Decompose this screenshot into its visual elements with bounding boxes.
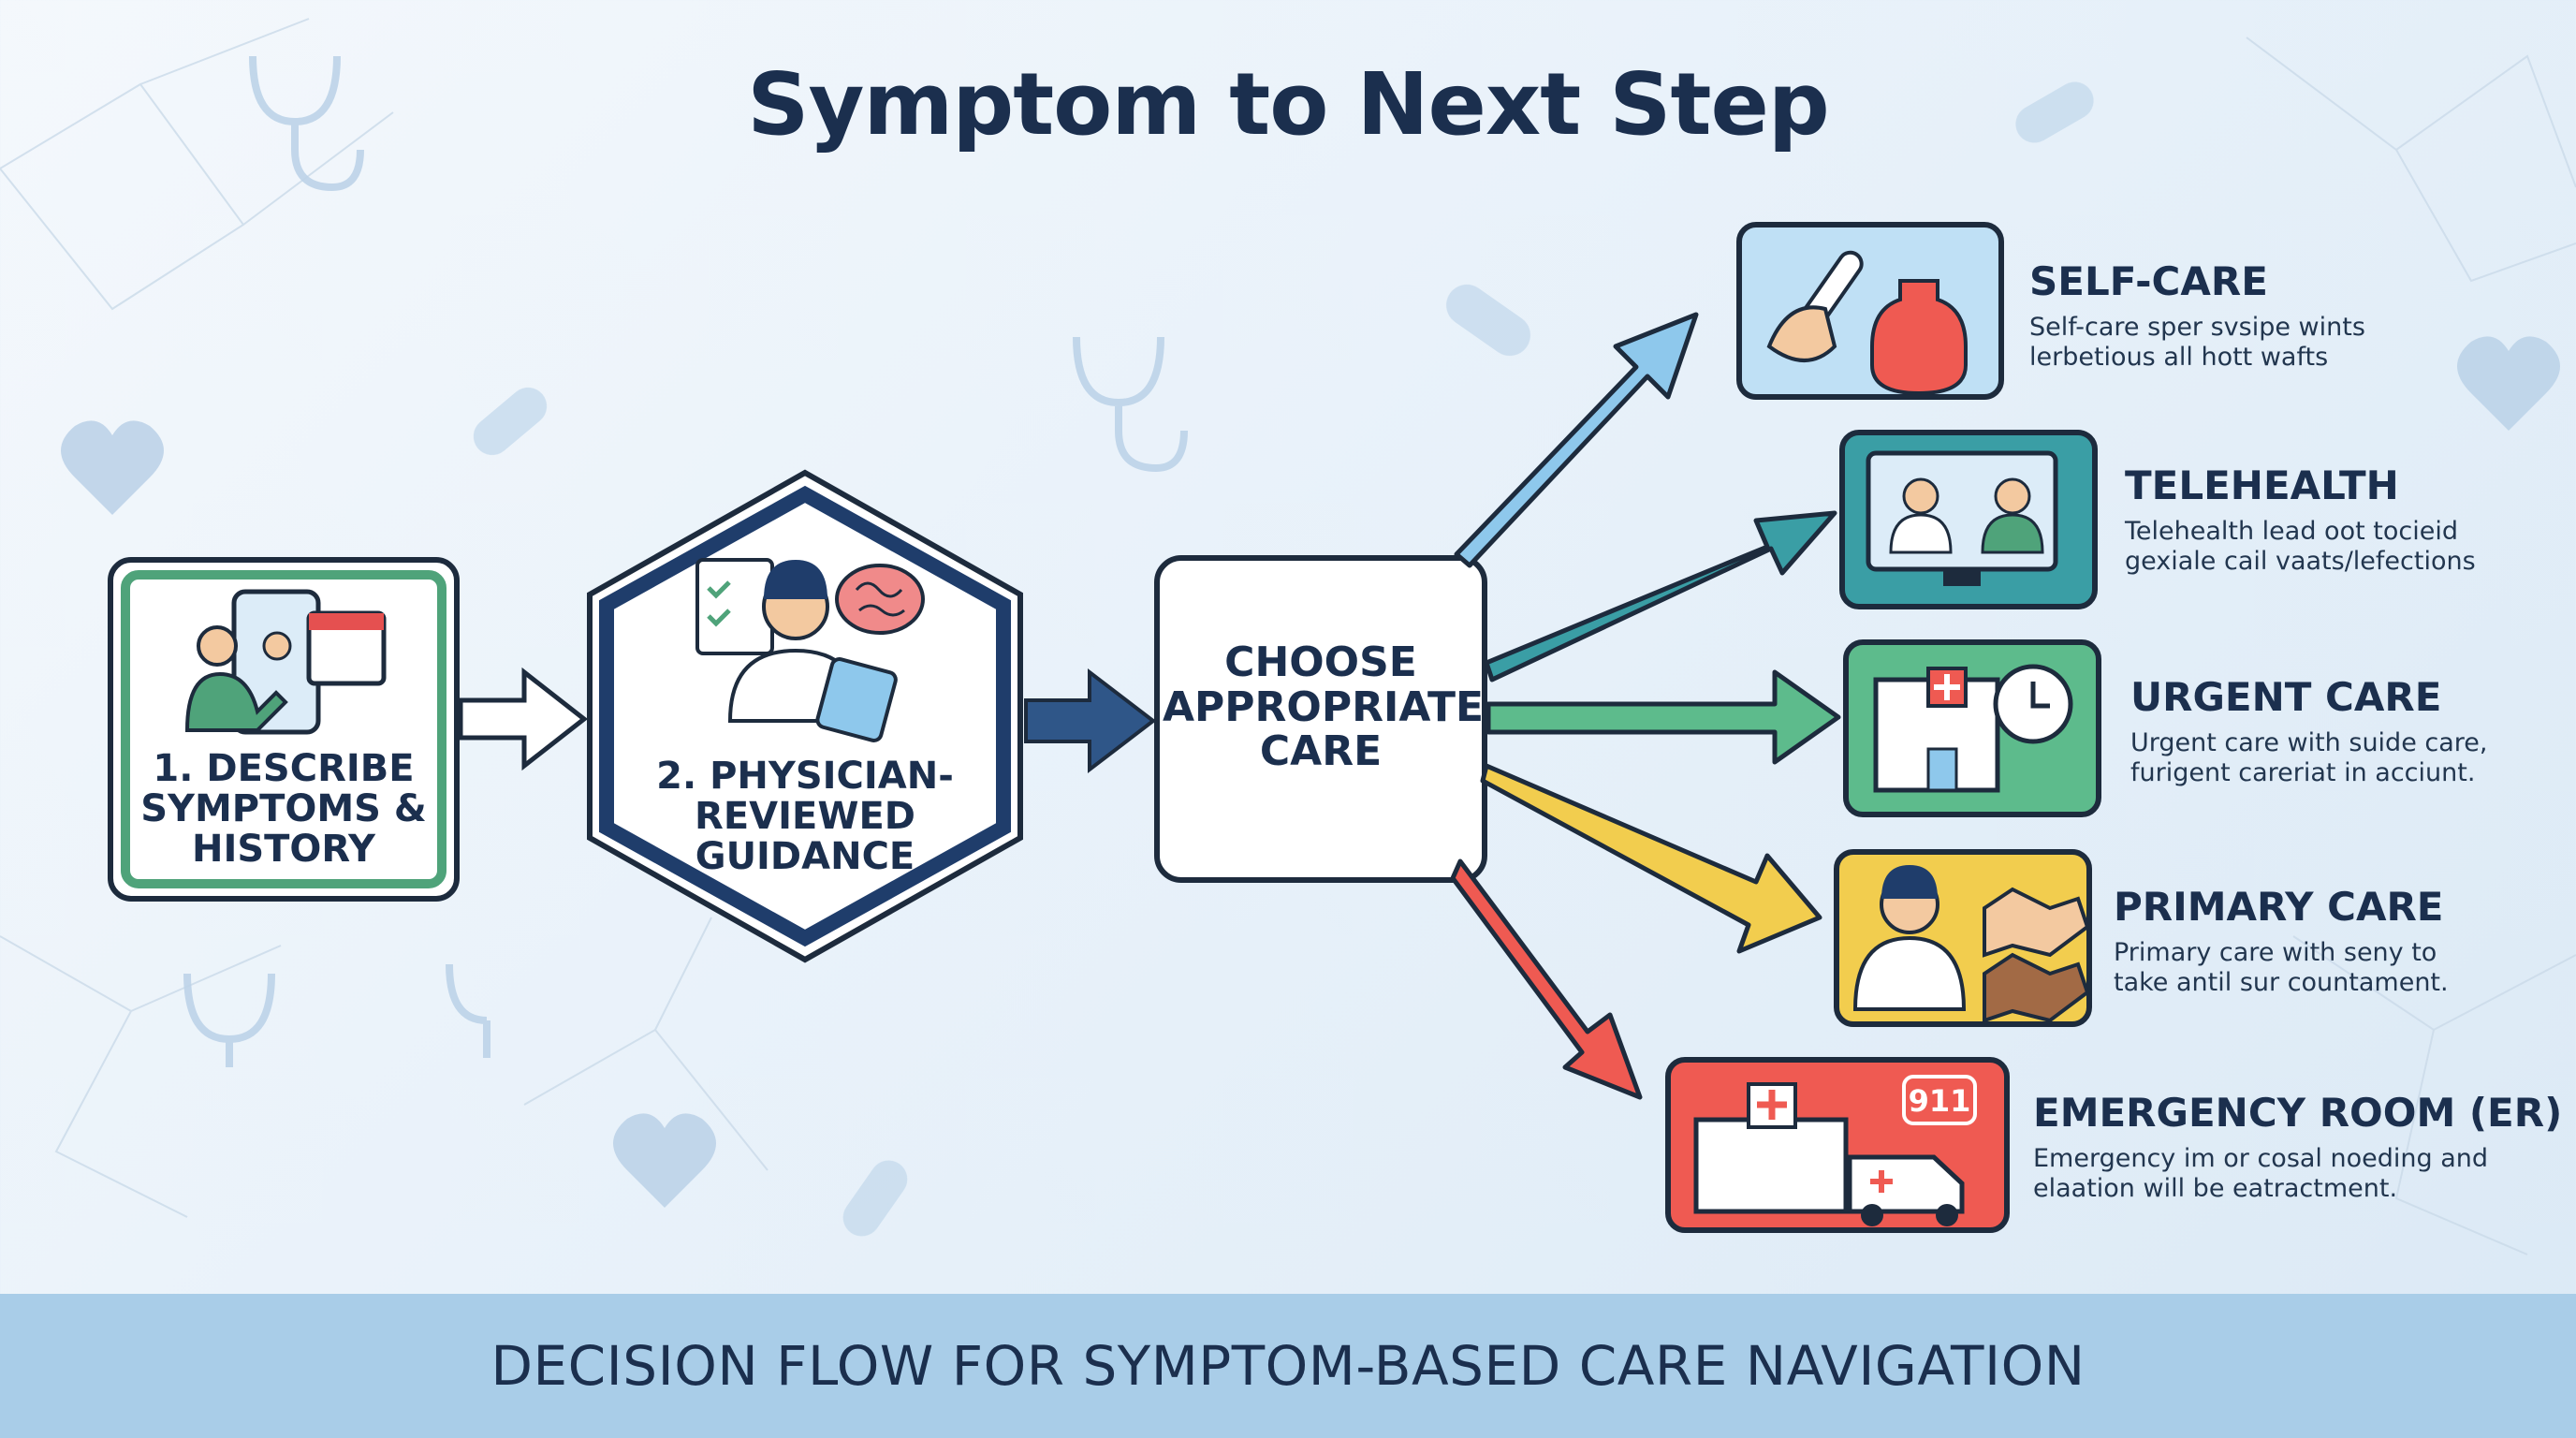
arrow-step2-to-step3 <box>1024 668 1157 774</box>
doctor-handshake-icon <box>1852 865 2090 1023</box>
arrow-to-primary-care <box>1480 763 1822 954</box>
phone-calendar-icon <box>184 589 387 735</box>
physician-icon <box>695 558 925 742</box>
self-care-title: SELF-CARE <box>2029 258 2268 304</box>
urgent-care-title: URGENT CARE <box>2130 674 2442 720</box>
step-3-label: CHOOSE APPROPRIATE CARE <box>1163 638 1485 776</box>
911-badge-text: 911 <box>1908 1083 1971 1119</box>
arrow-to-self-care <box>1454 312 1699 568</box>
step-1-label: 1. DESCRIBE SYMPTOMS & HISTORY <box>140 747 427 872</box>
arrow-to-urgent-care <box>1486 669 1841 765</box>
primary-care-title: PRIMARY CARE <box>2114 884 2444 930</box>
telehealth-title: TELEHEALTH <box>2125 462 2399 508</box>
emergency-room-title: EMERGENCY ROOM (ER) <box>2033 1090 2563 1136</box>
telehealth-description: Telehealth lead oot tocieid gexiale cail… <box>2125 517 2476 576</box>
step-2-label: 2. PHYSICIAN- REVIEWED GUIDANCE <box>656 755 954 879</box>
footer-banner: DECISION FLOW FOR SYMPTOM-BASED CARE NAV… <box>0 1294 2576 1438</box>
self-care-description: Self-care sper svsipe wints lerbetious a… <box>2029 313 2365 372</box>
footer-caption: DECISION FLOW FOR SYMPTOM-BASED CARE NAV… <box>490 1334 2086 1398</box>
arrow-to-emergency-room <box>1450 858 1643 1100</box>
arrow-step1-to-step2 <box>458 667 589 771</box>
page-title: Symptom to Next Step <box>747 54 1829 154</box>
911-badge <box>1902 1075 1977 1125</box>
emergency-room-description: Emergency im or cosal noeding and elaati… <box>2033 1144 2489 1203</box>
arrow-to-telehealth <box>1484 510 1837 682</box>
step-3-box <box>1154 555 1487 883</box>
hospital-ambulance-icon <box>1693 1075 1977 1226</box>
urgent-care-description: Urgent care with suide care, furigent ca… <box>2130 728 2488 787</box>
video-call-icon <box>1866 450 2058 586</box>
primary-care-description: Primary care with seny to take antil sur… <box>2114 938 2449 997</box>
clinic-clock-icon <box>1873 664 2073 793</box>
thermometer-hot-water-bottle-icon <box>1766 250 1968 396</box>
